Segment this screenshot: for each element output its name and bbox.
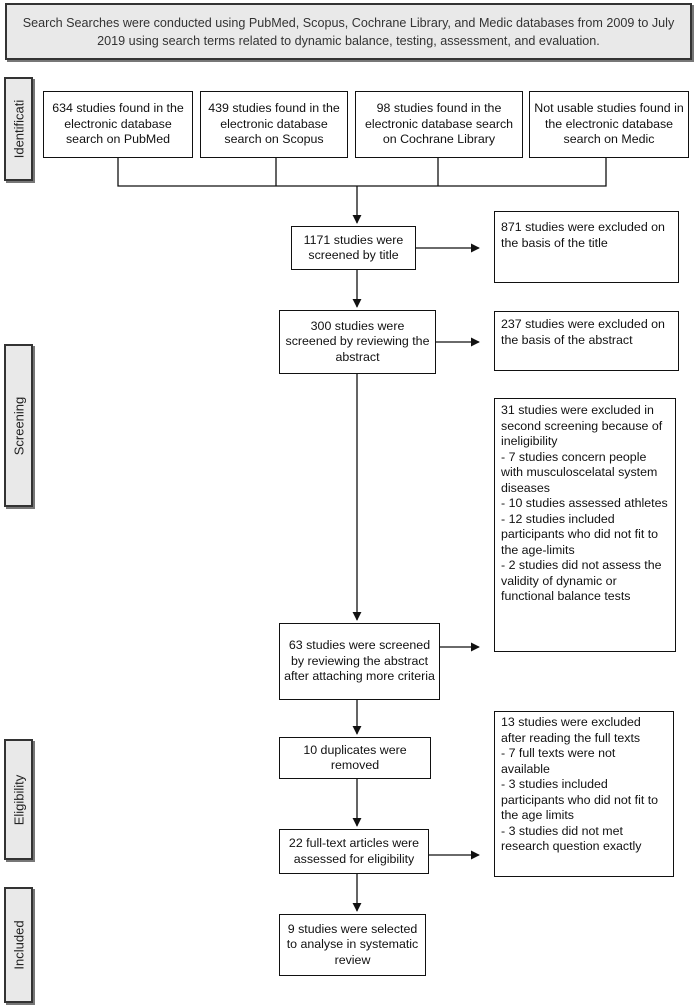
merge-line [117, 158, 607, 187]
second-exclusion-item: - 2 studies did not assess the validity … [501, 558, 662, 603]
duplicates-box: 10 duplicates were removed [279, 737, 431, 779]
source-pubmed-box: 634 studies found in the electronic data… [43, 91, 193, 158]
title-exclusion-box: 871 studies were excluded on the basis o… [494, 211, 679, 283]
source-cochrane-box: 98 studies found in the electronic datab… [355, 91, 523, 158]
stage-included: Included [4, 887, 33, 1003]
abstract-screening-box: 300 studies were screened by reviewing t… [279, 310, 436, 374]
stage-screening: Screening [4, 344, 33, 507]
stage-identification: Identificati [4, 77, 33, 181]
fulltext-exclusion-item: - 3 studies included participants who di… [501, 777, 659, 822]
selected-studies-box: 9 studies were selected to analyse in sy… [279, 914, 426, 976]
second-exclusion-box: 31 studies were excluded in second scree… [494, 398, 676, 652]
second-exclusion-item: - 12 studies included participants who d… [501, 511, 659, 557]
fulltext-exclusion-item: - 3 studies did not met research questio… [501, 823, 642, 854]
source-scopus-box: 439 studies found in the electronic data… [200, 91, 348, 158]
abstract-exclusion-box: 237 studies were excluded on the basis o… [494, 311, 679, 371]
second-exclusion-summary: 31 studies were excluded in second scree… [501, 403, 663, 448]
stage-screening-label: Screening [11, 396, 26, 455]
fulltext-assessment-box: 22 full-text articles were assessed for … [279, 829, 429, 874]
fulltext-exclusion-item: - 7 full texts were not available [501, 746, 616, 776]
fulltext-exclusion-summary: 13 studies were excluded after reading t… [501, 715, 641, 745]
stage-identification-label: Identificati [11, 99, 26, 159]
stage-eligibility: Eligibility [4, 739, 33, 860]
second-exclusion-item: - 7 studies concern people with musculos… [501, 449, 658, 495]
source-medic-box: Not usable studies found in the electron… [529, 91, 689, 158]
second-exclusion-item: - 10 studies assessed athletes [501, 496, 668, 510]
stage-eligibility-label: Eligibility [11, 774, 26, 825]
title-screening-box: 1171 studies were screened by title [291, 226, 416, 270]
second-screening-box: 63 studies were screened by reviewing th… [279, 623, 440, 700]
search-description-box: Search Searches were conducted using Pub… [5, 3, 692, 60]
stage-included-label: Included [11, 920, 26, 970]
fulltext-exclusion-box: 13 studies were excluded after reading t… [494, 711, 674, 877]
